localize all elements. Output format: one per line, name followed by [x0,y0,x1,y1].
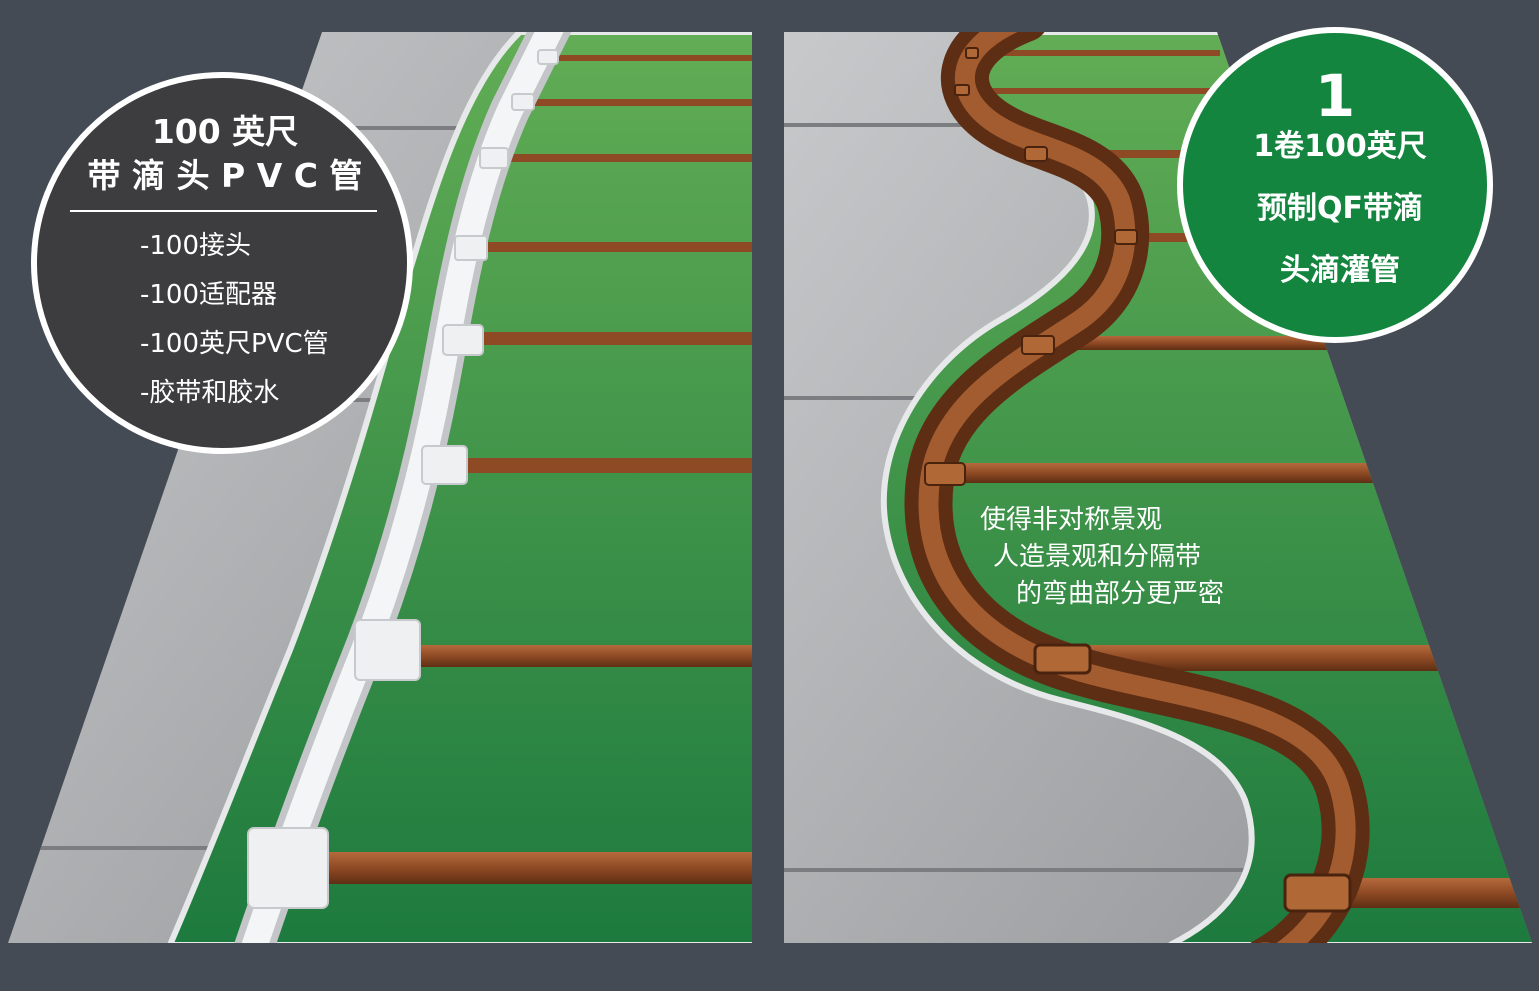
annotation-line-1: 使得非对称景观 [980,505,1163,535]
list-item: -胶带和胶水 [140,378,280,408]
left-callout-divider [70,210,377,212]
right-callout-lines: 1卷100英尺 预制QF带滴 头滴灌管 [1210,116,1470,302]
left-callout-title-line2: 带 滴 头 P V C 管 [87,156,363,195]
left-drip-branches [318,55,752,884]
annotation-line-2: 人造景观和分隔带 [993,542,1202,572]
pvc-main-pipe [228,32,580,943]
right-callout-number: 1 [1314,62,1356,130]
right-badge [1177,27,1493,343]
right-callout-line: 预制QF带滴 [1257,191,1423,226]
right-callout-line: 头滴灌管 [1280,253,1400,288]
qf-drip-tube [904,32,1370,943]
right-callout-line: 1卷100英尺 [1253,129,1427,164]
list-item: -100接头 [140,231,252,261]
annotation-line-3: 的弯曲部分更严密 [1016,579,1225,609]
right-panel [784,32,1532,943]
list-item: -100适配器 [140,280,278,310]
left-callout-title-line1: 100 英尺 [151,112,299,151]
left-badge [31,72,413,454]
left-callout-list: -100接头 -100适配器 -100英尺PVC管 -胶带和胶水 [140,222,329,418]
list-item: -100英尺PVC管 [140,329,329,359]
